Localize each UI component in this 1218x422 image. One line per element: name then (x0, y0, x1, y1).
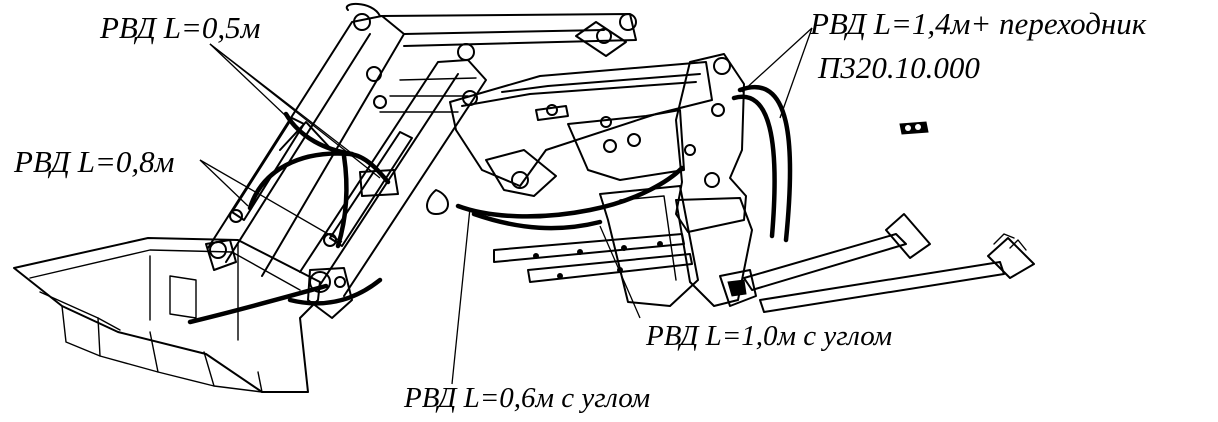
hoses (187, 85, 793, 325)
label-hose-1-0m-angled: РВД L=1,0м с углом (646, 320, 893, 352)
label-hose-0-8m: РВД L=0,8м (14, 144, 175, 179)
adapter-fitting (899, 121, 929, 135)
label-hose-0-5m: РВД L=0,5м (100, 10, 261, 45)
side-frame-arms (719, 213, 1035, 313)
label-hose-1-4m: РВД L=1,4м+ переходник (810, 6, 1147, 41)
bucket (13, 237, 321, 393)
bottom-rails (493, 233, 693, 283)
label-hose-0-6m-angled: РВД L=0,6м с углом (404, 382, 651, 414)
left-boom-frame (207, 3, 637, 297)
leader-lines (199, 27, 813, 385)
main-boom (426, 61, 713, 215)
label-adapter-code: П320.10.000 (818, 50, 980, 85)
